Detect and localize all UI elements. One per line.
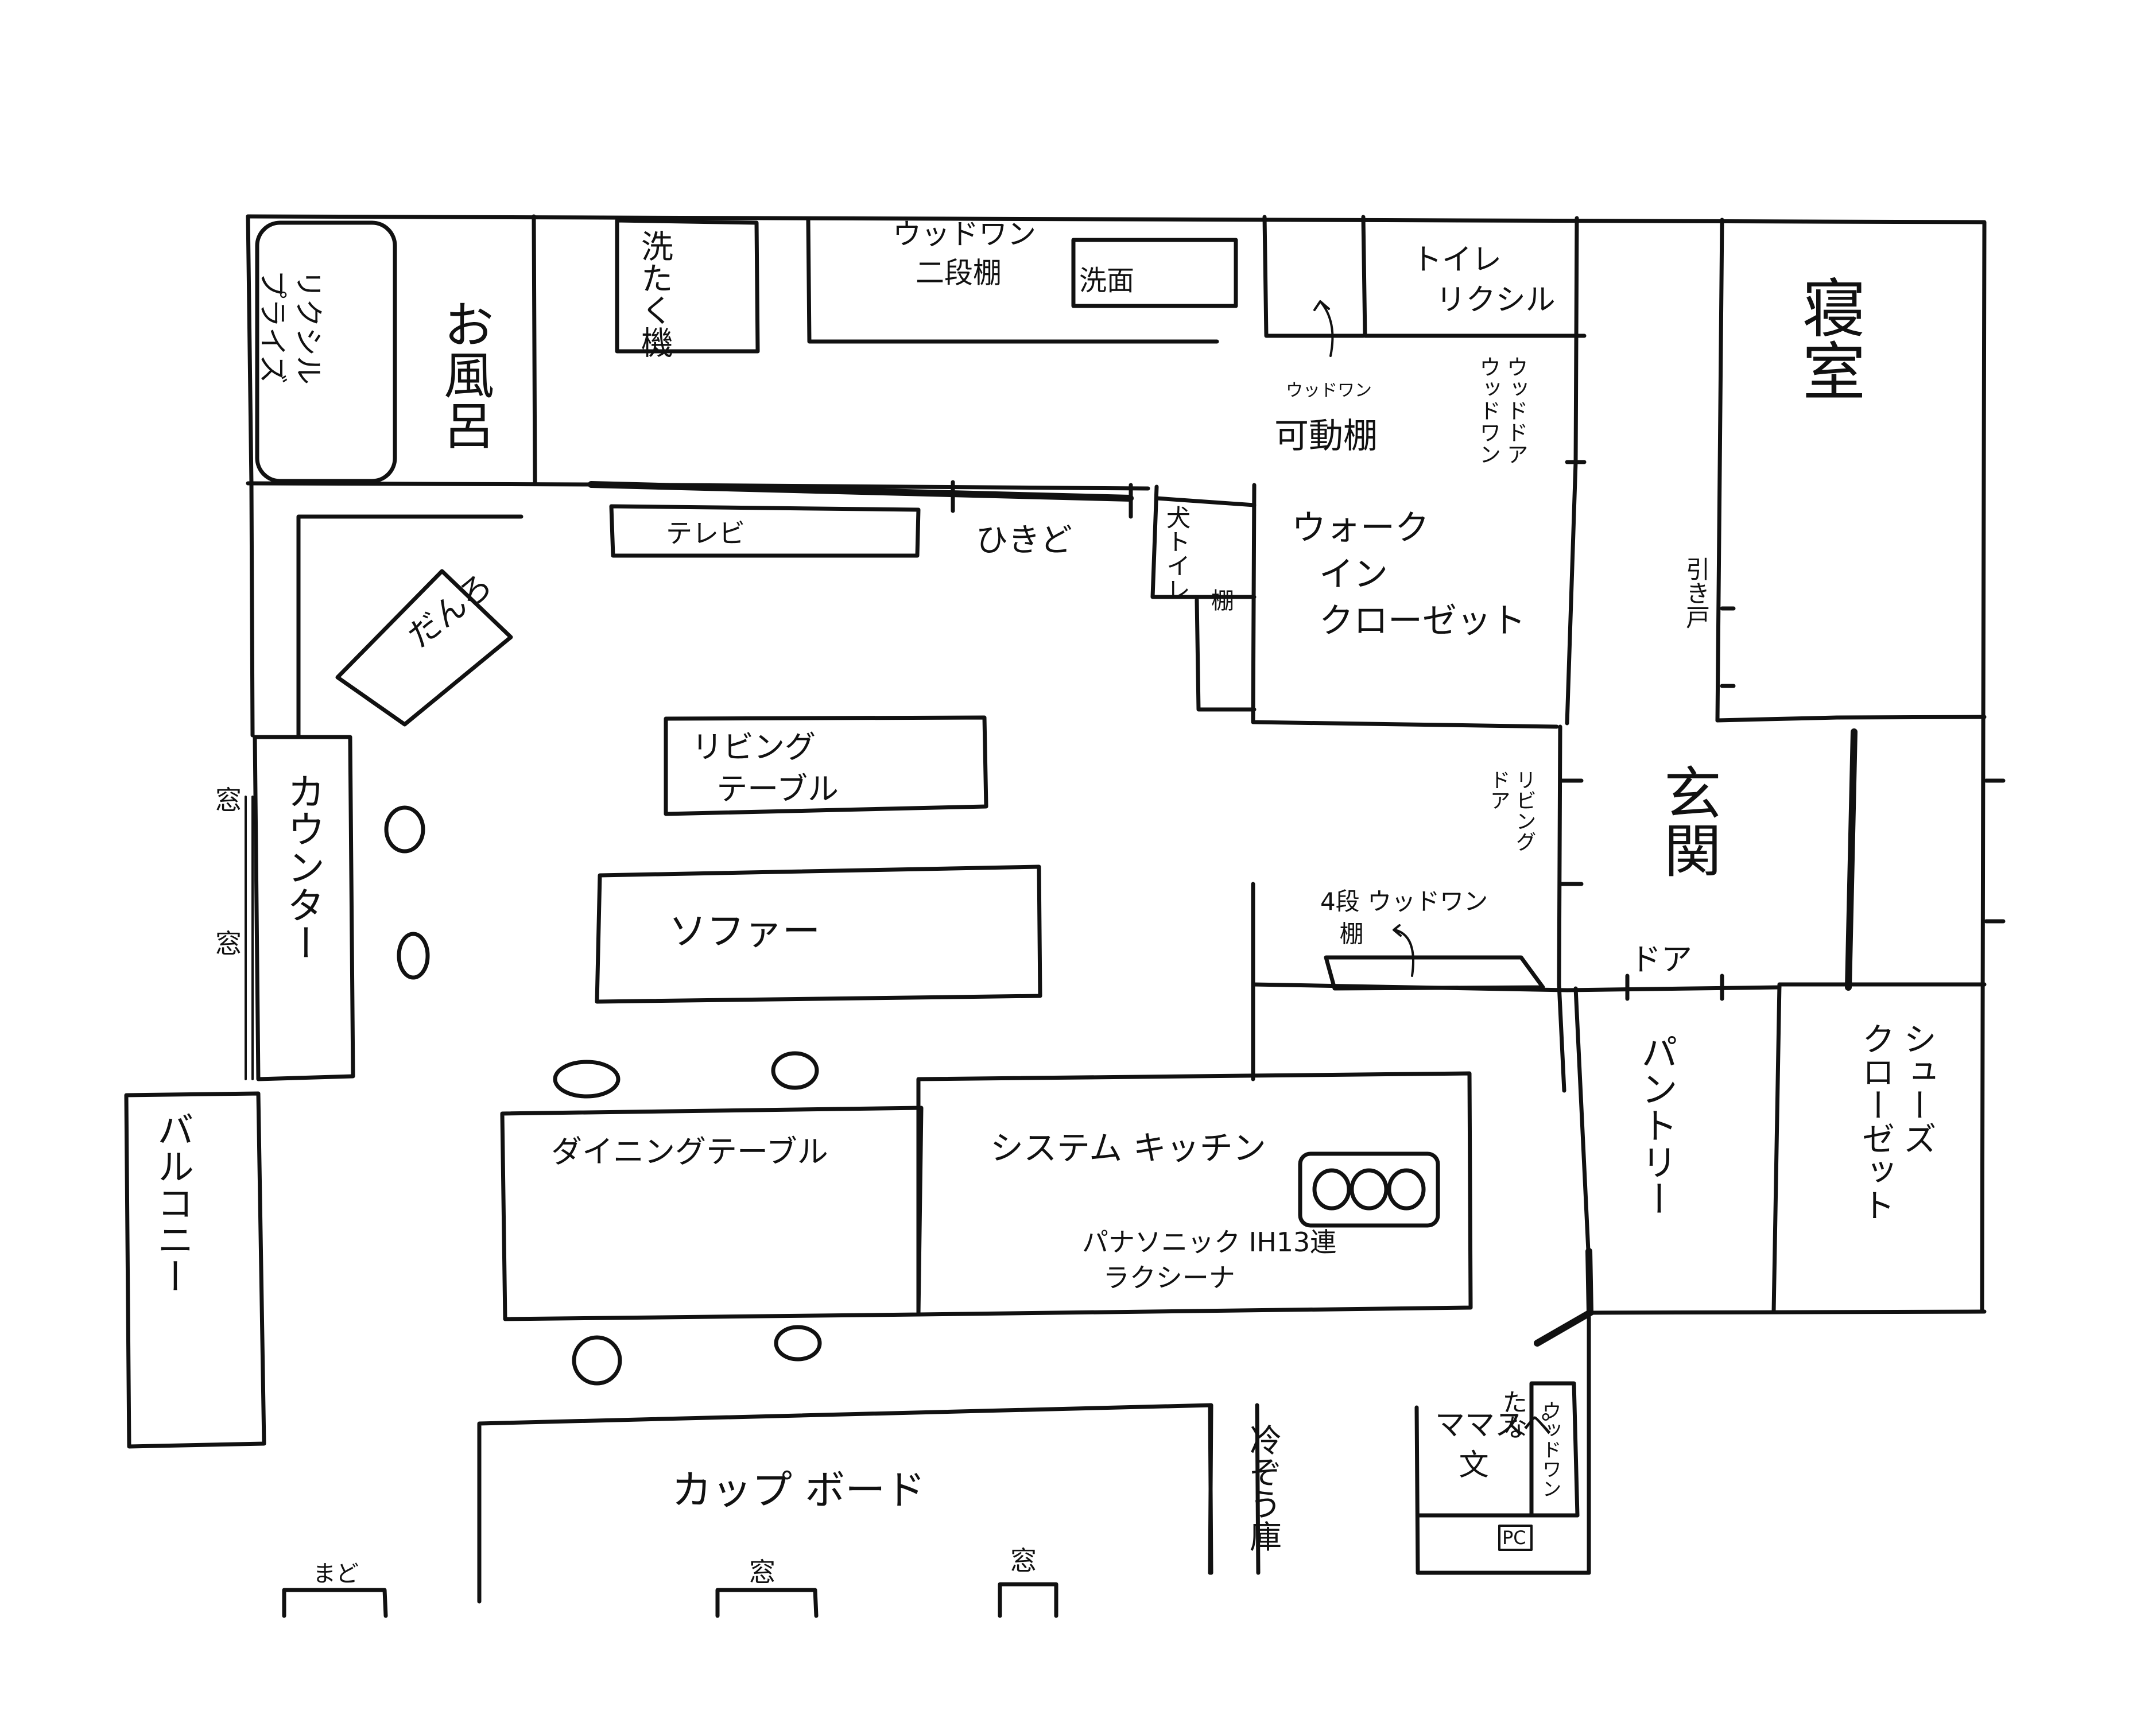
stool <box>553 1060 621 1099</box>
label-toilet: トイレリクシル <box>1412 243 1556 317</box>
label-dining-table: ダイニングテーブル <box>551 1134 828 1170</box>
label-hikido-1: ひきど <box>976 522 1072 559</box>
label-mado-2: 窓 <box>215 928 242 959</box>
wall-toilet-right <box>1565 216 1579 726</box>
wall-bedroom-left <box>1715 218 1724 723</box>
cupboard-outline <box>477 1403 1213 1604</box>
label-counter: カウンター <box>281 772 325 961</box>
wall-vanity-mid <box>1262 215 1366 338</box>
label-mado-3: まど <box>313 1561 359 1587</box>
label-pc: PC <box>1502 1527 1526 1549</box>
walls <box>124 214 2006 1618</box>
label-mado-5: 窓 <box>1010 1545 1037 1576</box>
wall-left-lower <box>296 514 524 739</box>
ih-burner-1 <box>1312 1168 1351 1211</box>
label-mado-4: 窓 <box>749 1557 775 1588</box>
wall-walkin-door-diag <box>1154 496 1257 507</box>
label-lixil-bath: リクシルプライズ <box>256 270 325 385</box>
living-table <box>664 715 988 816</box>
ih-cooktop <box>1298 1151 1440 1228</box>
wall-inu-toilet <box>1150 484 1257 599</box>
label-living-table: リビングテーブル <box>692 729 839 807</box>
window-sill-1 <box>282 1588 388 1618</box>
ih-burner-3 <box>1387 1168 1426 1211</box>
stool <box>771 1051 819 1090</box>
window-left <box>245 796 254 1080</box>
arrow-shelf <box>1393 924 1414 977</box>
wall-walkin-left <box>1251 483 1559 729</box>
balcony-outline <box>124 1091 266 1449</box>
counter-outline <box>253 735 355 1081</box>
label-pantry: パントリー <box>1635 1033 1677 1217</box>
label-sofa: ソファー <box>669 909 820 953</box>
label-tana-2: たな <box>1498 1389 1527 1440</box>
label-genkan: 玄関 <box>1654 763 1721 878</box>
label-wood-shelf-2: ウッドワン二段棚 <box>893 218 1036 290</box>
label-shoes-closet: シューズクローゼット <box>1856 1022 1937 1221</box>
wall-fridge-right <box>1255 1403 1261 1575</box>
stool <box>572 1335 622 1386</box>
wall-toilet-left <box>1361 215 1572 338</box>
label-wood-door-1: ウッドドアウッドワン <box>1476 356 1529 465</box>
stools <box>384 805 822 1386</box>
label-tana-1: 棚 <box>1211 588 1234 614</box>
label-wood-small-2: ウッドワン <box>1538 1401 1561 1498</box>
tv-stand <box>609 504 921 558</box>
label-mado-1: 窓 <box>215 785 242 816</box>
label-walkin: ウォークインクローゼット <box>1292 508 1526 641</box>
label-wood-small: ウッドワン <box>1286 381 1372 401</box>
wall-shoes-bottom <box>1588 1309 1987 1315</box>
wall-vanity-left <box>806 218 1219 344</box>
window-sill-2 <box>715 1588 819 1618</box>
bathtub <box>255 220 397 483</box>
label-system-kitchen: システム キッチン <box>990 1128 1266 1168</box>
washing-machine <box>615 218 760 354</box>
wall-bath-right <box>532 214 537 486</box>
label-senmen: 洗面 <box>1079 265 1134 297</box>
label-inu-toilet: 犬トイレ <box>1163 505 1191 602</box>
labels: リクシルプライズ お風呂 洗たく機 ウッドワン二段棚 洗面 トイレリクシル ウッ… <box>151 218 1937 1588</box>
arrow-wood <box>1313 300 1334 357</box>
label-door-2: ドア <box>1630 941 1692 978</box>
wall-pantry-corner <box>1534 1248 1594 1347</box>
wall-thick-sliding <box>588 481 1134 502</box>
label-cupboard: カップ ボード <box>672 1467 925 1514</box>
label-balcony: バルコニー <box>151 1111 193 1294</box>
system-kitchen <box>916 1071 1473 1317</box>
label-kado-tana: 可動棚 <box>1274 416 1378 456</box>
door-ticks <box>951 333 2006 1001</box>
window-sill-3 <box>998 1582 1058 1618</box>
wall-left-outer <box>246 214 255 738</box>
label-reizouko: 冷ぞう庫 <box>1244 1424 1282 1552</box>
label-ofuro: お風呂 <box>436 298 495 450</box>
wall-pantry-left <box>1573 986 1591 1265</box>
label-yondan-tana: 4段 ウッドワン棚 <box>1320 887 1488 948</box>
ih-burner-2 <box>1350 1168 1389 1211</box>
wall-bedroom-bottom <box>1715 715 1987 723</box>
sink-basin <box>1071 238 1238 308</box>
fireplace <box>335 569 513 727</box>
wall-tana-1 <box>1195 598 1257 712</box>
stool <box>384 805 425 854</box>
label-hikido-2: 引き戸 <box>1682 557 1711 629</box>
label-sentakuki: 洗たく機 <box>636 230 673 358</box>
wall-shoes-left <box>1771 982 1782 1314</box>
stool <box>774 1325 822 1362</box>
wall-genkan-left <box>1557 724 1566 1093</box>
label-shinshitsu: 寝室 <box>1792 276 1865 402</box>
sofa <box>595 864 1042 1004</box>
label-panasonic: パナソニック IH13連ラクシーナ <box>1082 1227 1336 1293</box>
label-mama-desk: ママスペ文 <box>1435 1408 1552 1483</box>
stool <box>397 932 430 980</box>
wall-top-outer <box>246 214 1987 1313</box>
wall-genkan-step <box>1845 728 1858 991</box>
shelf-4dan-outline <box>1324 955 1545 991</box>
label-tv: テレビ <box>666 518 745 549</box>
label-living-door: リビングドア <box>1487 769 1536 852</box>
pc-box <box>1498 1525 1533 1551</box>
wall-mama-left <box>1414 1405 1420 1575</box>
